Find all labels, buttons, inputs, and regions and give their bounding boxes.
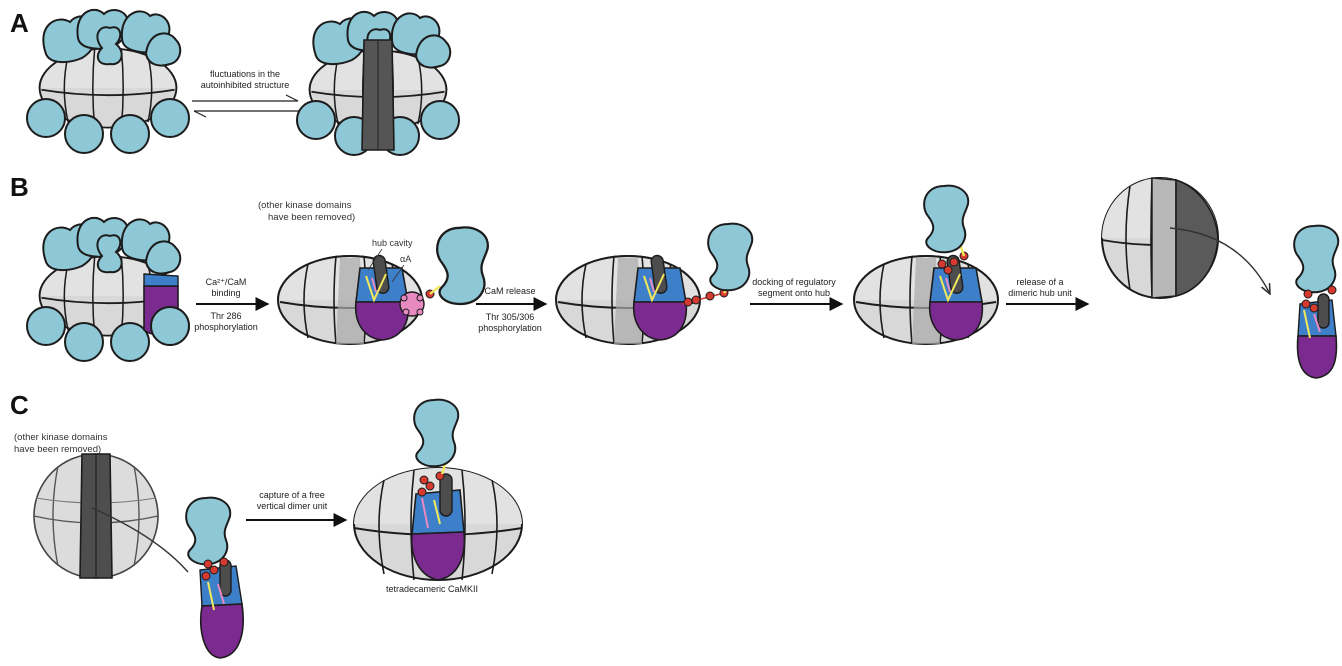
- b-step1-bottom-line2: phosphorylation: [194, 322, 258, 332]
- b-hub-missing-dimer: [1102, 178, 1270, 298]
- b-released-dimer-unit: [1294, 226, 1338, 378]
- c-arrow-caption-line1: capture of a free: [259, 490, 325, 500]
- a-arrow-caption-line1: fluctuations in the: [210, 69, 280, 79]
- b-hub-after-cam-release: [556, 224, 752, 344]
- c-tetradecameric-holoenzyme: [354, 400, 522, 580]
- b-step3-top-line2: segment onto hub: [758, 288, 830, 298]
- alpha-a-label: αA: [400, 254, 411, 264]
- b-hub-with-docked-segment: [854, 186, 998, 344]
- b-step4-top-line1: release of a: [1016, 277, 1063, 287]
- b-step1-top-line2: binding: [211, 288, 240, 298]
- panel-letter-b: B: [10, 172, 29, 202]
- c-note-line1: (other kinase domains: [14, 432, 108, 443]
- b-step2-top-line1: CaM release: [484, 286, 535, 296]
- panel-letter-a: A: [10, 8, 29, 38]
- a-arrow-caption-line2: autoinhibited structure: [201, 80, 290, 90]
- autoinhibited-holoenzyme-right: [297, 12, 459, 155]
- b-step4-top-line2: dimeric hub unit: [1008, 288, 1072, 298]
- b-note-line2: have been removed): [268, 212, 355, 223]
- panel-letter-c: C: [10, 390, 29, 420]
- b-step2-bottom-line2: phosphorylation: [478, 323, 542, 333]
- equilibrium-arrows: [192, 95, 300, 117]
- b-holoenzyme-start: [27, 218, 189, 361]
- b-note-line1: (other kinase domains: [258, 200, 352, 211]
- hub-cavity-label: hub cavity: [372, 238, 413, 248]
- b-step3-top-line1: docking of regulatory: [752, 277, 836, 287]
- c-free-dimer-unit: [186, 498, 243, 658]
- b-step1-bottom-line1: Thr 286: [210, 311, 241, 321]
- b-step1-top-line1: Ca²⁺/CaM: [206, 277, 247, 287]
- c-product-label: tetradecameric CaMKII: [386, 584, 478, 594]
- b-step2-bottom-line1: Thr 305/306: [486, 312, 535, 322]
- c-arrow-caption-line2: vertical dimer unit: [257, 501, 328, 511]
- c-hub-missing-dimer: [34, 454, 188, 578]
- autoinhibited-holoenzyme-left: [27, 10, 189, 153]
